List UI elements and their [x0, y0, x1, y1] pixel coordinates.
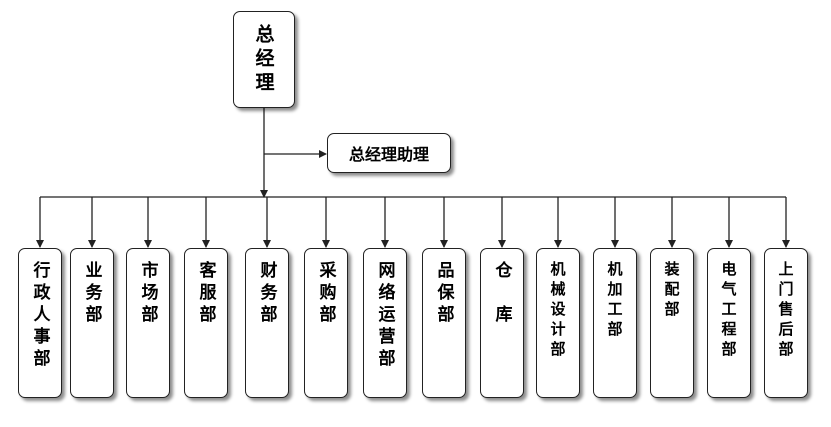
department-box: 采购部: [304, 248, 348, 398]
department-label: 上门售后部: [776, 261, 795, 361]
department-box: 装配部: [650, 248, 694, 398]
assistant-box: 总经理助理: [327, 133, 451, 173]
department-box: 行政人事部: [18, 248, 62, 398]
department-label: 机械设计部: [548, 261, 567, 361]
department-label: 品保部: [433, 261, 454, 327]
department-box: 业务部: [70, 248, 114, 398]
department-label: 网络运营部: [374, 261, 395, 371]
department-label: 业务部: [81, 261, 102, 327]
department-box: 财务部: [245, 248, 289, 398]
department-label: 仓 库: [491, 261, 512, 327]
department-label: 装配部: [662, 261, 681, 321]
assistant-label: 总经理助理: [348, 145, 429, 164]
department-box: 网络运营部: [363, 248, 407, 398]
department-label: 客服部: [195, 261, 216, 327]
department-box: 市场部: [126, 248, 170, 398]
department-box: 品保部: [422, 248, 466, 398]
department-label: 财务部: [256, 261, 277, 327]
department-label: 电气工程部: [719, 261, 738, 361]
department-label: 行政人事部: [29, 261, 50, 371]
department-box: 仓 库: [480, 248, 524, 398]
department-label: 市场部: [137, 261, 158, 327]
department-box: 机械设计部: [536, 248, 580, 398]
general-manager-label: 总经理: [252, 23, 275, 96]
department-box: 客服部: [184, 248, 228, 398]
department-box: 机加工部: [593, 248, 637, 398]
department-label: 机加工部: [605, 261, 624, 341]
department-box: 电气工程部: [707, 248, 751, 398]
general-manager-box: 总经理: [233, 11, 295, 108]
department-label: 采购部: [315, 261, 336, 327]
department-box: 上门售后部: [764, 248, 808, 398]
